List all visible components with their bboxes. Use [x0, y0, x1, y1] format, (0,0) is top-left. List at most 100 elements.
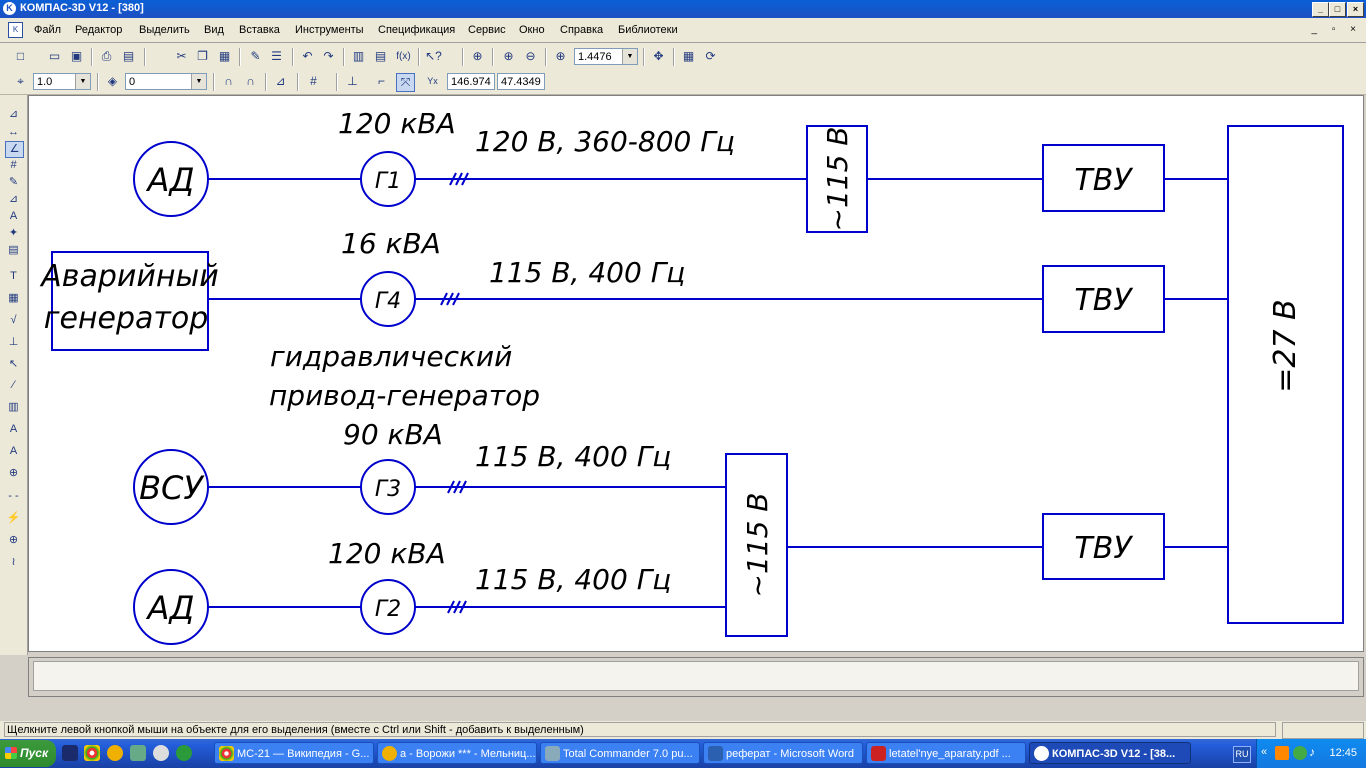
emergency-generator-box[interactable]: [51, 251, 209, 351]
orb-icon[interactable]: [153, 745, 169, 761]
cursor-coordinates-icon[interactable]: ⤧: [396, 73, 415, 92]
measure-icon[interactable]: ⊿: [8, 193, 19, 205]
tolerance-icon[interactable]: ▥: [8, 401, 19, 413]
save-icon[interactable]: ▣: [70, 49, 83, 63]
menu-libraries[interactable]: Библиотеки: [618, 24, 678, 36]
local-cs-icon[interactable]: ⊥: [347, 74, 358, 88]
edit-icon[interactable]: #: [10, 159, 17, 171]
media-player-icon[interactable]: [1275, 746, 1289, 760]
task-total-commander[interactable]: Total Commander 7.0 pu...: [540, 742, 700, 764]
redo-icon[interactable]: ↷: [323, 49, 334, 63]
geometry-icon[interactable]: ⊿: [8, 108, 19, 120]
drawing-canvas[interactable]: АД ВСУ АД Аварийный генератор Г1 Г4 Г3 Г…: [28, 95, 1364, 652]
chevron-down-icon[interactable]: ▼: [75, 74, 90, 89]
menu-edit[interactable]: Редактор: [75, 24, 123, 36]
select-icon[interactable]: A: [9, 210, 18, 222]
properties-icon[interactable]: ☰: [271, 49, 282, 63]
quick-launch-icon[interactable]: [62, 745, 78, 761]
coord-x-field[interactable]: 146.974: [447, 73, 495, 90]
grid-icon[interactable]: #: [310, 74, 317, 88]
snap-local-icon[interactable]: ∩: [246, 74, 255, 88]
undo-icon[interactable]: ↶: [302, 49, 313, 63]
print-icon[interactable]: ⎙: [101, 49, 112, 63]
dc-bus-box[interactable]: [1227, 125, 1344, 624]
document-icon[interactable]: K: [8, 22, 23, 38]
menu-select[interactable]: Выделить: [139, 24, 190, 36]
layer-combo[interactable]: 0 ▼: [125, 73, 207, 90]
volume-icon[interactable]: ♪: [1309, 745, 1315, 759]
axis-line-icon[interactable]: - -: [8, 490, 19, 502]
cut-icon[interactable]: ✂: [176, 49, 187, 63]
ortho-icon[interactable]: ⊿: [275, 74, 286, 88]
dimensions-icon[interactable]: ↔: [8, 126, 19, 138]
format-brush-icon[interactable]: ✎: [250, 49, 261, 63]
task-chrome[interactable]: МС-21 — Википедия - G...: [214, 742, 374, 764]
step-cursor-icon[interactable]: ⌖: [17, 74, 24, 88]
zoom-scale-icon[interactable]: ⊕: [555, 49, 566, 63]
open-folder-icon[interactable]: ▭: [48, 49, 61, 63]
roughness-icon[interactable]: √: [10, 314, 17, 326]
tray-app-icon[interactable]: [1293, 746, 1307, 760]
spec-icon[interactable]: ▤: [8, 244, 19, 256]
center-mark-icon[interactable]: ⊕: [8, 534, 19, 546]
menu-view[interactable]: Вид: [204, 24, 224, 36]
task-kompas[interactable]: КОМПАС-3D V12 - [38...: [1029, 742, 1191, 764]
chevron-down-icon[interactable]: ▼: [191, 74, 206, 89]
menu-file[interactable]: Файл: [34, 24, 62, 36]
task-word[interactable]: реферат - Microsoft Word: [703, 742, 863, 764]
manager-icon[interactable]: ▥: [352, 49, 365, 63]
function-icon[interactable]: f(x): [396, 51, 411, 62]
browser-icon[interactable]: [176, 745, 192, 761]
refresh-view-icon[interactable]: ⟳: [705, 49, 716, 63]
title-bar[interactable]: K КОМПАС-3D V12 - [380] _ □ ×: [0, 0, 1366, 18]
ac-bus-box[interactable]: [725, 453, 788, 637]
detail-icon[interactable]: ⊕: [8, 467, 19, 479]
print-preview-icon[interactable]: ▤: [122, 49, 135, 63]
view-arrow-icon[interactable]: A: [9, 445, 18, 457]
variables-icon[interactable]: ▤: [374, 49, 387, 63]
minimize-button[interactable]: _: [1312, 2, 1329, 17]
copy-icon[interactable]: ❐: [197, 49, 208, 63]
close-button[interactable]: ×: [1347, 2, 1364, 17]
view-filter-icon[interactable]: ▦: [682, 49, 695, 63]
associative-views-icon[interactable]: ✦: [8, 227, 19, 239]
text-icon[interactable]: T: [10, 270, 17, 282]
symbols-icon[interactable]: ∠: [5, 141, 24, 158]
new-file-icon[interactable]: □: [16, 49, 25, 63]
property-panel-area[interactable]: [33, 661, 1359, 691]
tools-icon[interactable]: [130, 745, 146, 761]
menu-help[interactable]: Справка: [560, 24, 604, 36]
menu-service[interactable]: Сервис: [468, 24, 506, 36]
layers-icon[interactable]: ◈: [107, 74, 118, 88]
zoom-combo[interactable]: 1.4476 ▼: [574, 48, 638, 65]
wave-line-icon[interactable]: ≀: [11, 556, 16, 568]
tray-expand-icon[interactable]: «: [1261, 746, 1268, 758]
task-player[interactable]: а - Ворожи *** - Мельниц...: [377, 742, 537, 764]
orthogonal-mode-icon[interactable]: ⌐: [377, 74, 385, 88]
zoom-out-icon[interactable]: ⊖: [525, 49, 536, 63]
start-button[interactable]: Пуск: [0, 740, 56, 767]
break-line-icon[interactable]: ⚡: [6, 512, 21, 524]
section-line-icon[interactable]: A: [9, 423, 18, 435]
menu-window[interactable]: Окно: [519, 24, 545, 36]
leader-icon[interactable]: ↖: [8, 358, 19, 370]
pan-icon[interactable]: ✥: [653, 49, 664, 63]
help-pointer-icon[interactable]: ↖?: [425, 49, 442, 63]
snap-magnet-icon[interactable]: ∩: [224, 74, 233, 88]
app-launcher-icon[interactable]: [107, 745, 123, 761]
position-icon[interactable]: ⁄: [12, 379, 15, 391]
paste-icon[interactable]: ▦: [218, 49, 231, 63]
mdi-window-controls[interactable]: _ ▫ ×: [1311, 24, 1362, 35]
chevron-down-icon[interactable]: ▼: [622, 49, 637, 64]
base-icon[interactable]: ⊥: [8, 336, 19, 348]
task-pdf[interactable]: letatel'nye_aparaty.pdf ...: [866, 742, 1026, 764]
menu-specification[interactable]: Спецификация: [378, 24, 456, 36]
zoom-window-icon[interactable]: ⊕: [472, 49, 483, 63]
menu-insert[interactable]: Вставка: [239, 24, 280, 36]
parametrization-icon[interactable]: ✎: [8, 176, 19, 188]
zoom-in-icon[interactable]: ⊕: [503, 49, 514, 63]
table-icon[interactable]: ▦: [8, 292, 19, 304]
coord-y-field[interactable]: 47.4349: [497, 73, 545, 90]
maximize-button[interactable]: □: [1329, 2, 1346, 17]
chrome-icon[interactable]: [84, 745, 100, 761]
